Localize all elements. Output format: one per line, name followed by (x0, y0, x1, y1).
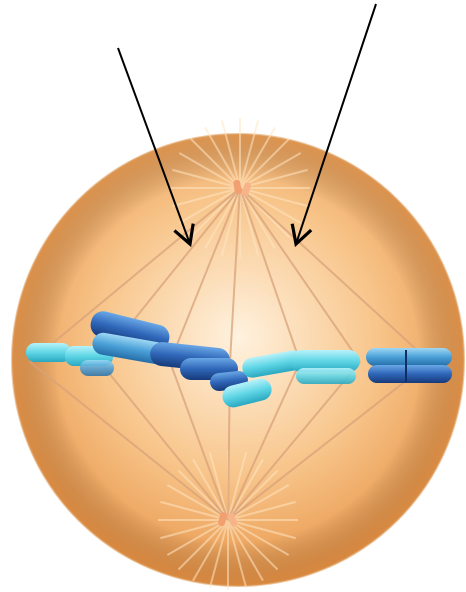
chromosome-far-right (366, 348, 452, 383)
chromosome-right (290, 350, 360, 384)
